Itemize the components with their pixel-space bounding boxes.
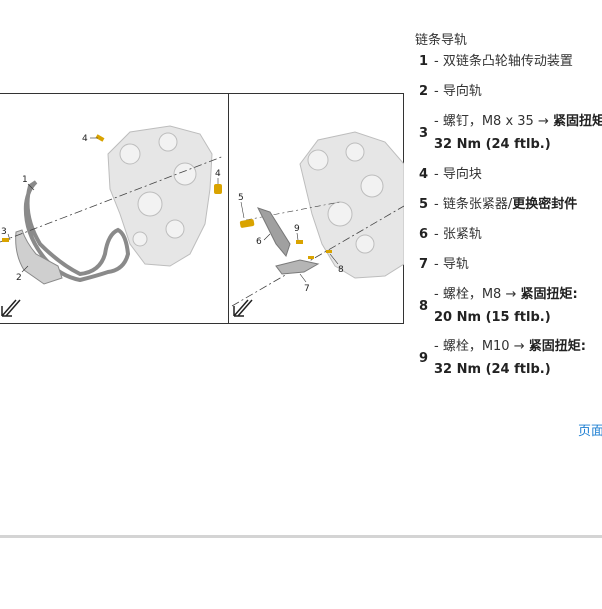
legend-item-2: 2 - 导向轨 — [418, 84, 482, 99]
footer-divider — [0, 535, 602, 538]
chain-loop — [23, 180, 131, 283]
bolt-4-right — [214, 184, 222, 194]
legend-item-9: 9 - 螺栓，M10 → 紧固扭矩:32 Nm (24 ftlb.) — [418, 339, 586, 377]
legend-list: 1 - 双链条凸轮轴传动装置 2 - 导向轨 3 - 螺钉，M8 x 35 → … — [415, 48, 602, 388]
direction-arrow-icon-right — [233, 299, 253, 317]
engine-block-right — [299, 131, 404, 279]
callout-9: 9 — [294, 224, 300, 234]
callout-6: 6 — [256, 237, 262, 247]
callout-8: 8 — [338, 265, 344, 275]
legend-item-6: 6 - 张紧轨 — [418, 227, 482, 242]
legend-item-7: 7 - 导轨 — [418, 257, 469, 272]
callout-4-right: 4 — [215, 169, 221, 179]
exploded-diagram: 4 4 1 3 2 — [0, 93, 404, 324]
legend-item-5: 5 - 链条张紧器/更换密封件 — [418, 197, 578, 212]
callout-5: 5 — [238, 193, 244, 203]
guide-part — [275, 259, 320, 275]
legend-title: 链条导轨 — [415, 33, 468, 48]
callout-3: 3 — [1, 227, 7, 237]
callout-4-top: 4 — [82, 134, 88, 144]
legend-item-1: 1 - 双链条凸轮轴传动装置 — [418, 54, 573, 69]
bolts-8 — [308, 250, 332, 259]
chain-tensioner — [239, 219, 255, 228]
legend-item-8: 8 - 螺栓，M8 → 紧固扭矩:20 Nm (15 ftlb.) — [418, 287, 578, 325]
bolt-3 — [2, 238, 9, 242]
engine-block-left — [107, 125, 213, 267]
tensioner-rail — [257, 207, 291, 258]
diagram-divider — [228, 94, 229, 323]
page-link[interactable]: 页面 — [578, 424, 602, 439]
callout-2: 2 — [16, 273, 22, 283]
guide-rail — [15, 229, 63, 285]
diagram-svg: 4 4 1 3 2 — [0, 125, 404, 317]
legend-item-4: 4 - 导向块 — [418, 167, 482, 182]
direction-arrow-icon-left — [1, 299, 21, 317]
legend-item-3: 3 - 螺钉，M8 x 35 → 紧固扭矩:32 Nm (24 ftlb.) — [418, 114, 602, 152]
callout-1: 1 — [22, 175, 28, 185]
callout-7: 7 — [304, 284, 310, 294]
bolt-9 — [296, 240, 303, 244]
bolt-4-top — [95, 134, 105, 142]
